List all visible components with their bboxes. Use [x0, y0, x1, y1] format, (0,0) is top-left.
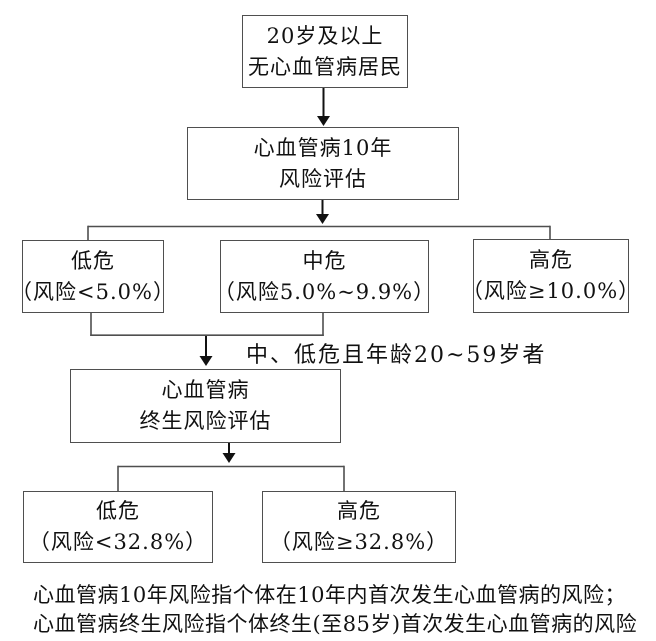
node-low-risk-10y-line1: 低危	[71, 248, 115, 273]
node-ten-year-line1: 心血管病10年	[253, 135, 393, 160]
node-ten-year-line2: 风险评估	[279, 166, 367, 191]
node-low-risk-lifetime: 低危 （风险<32.8%）	[23, 491, 213, 563]
node-low-risk-10y: 低危 （风险<5.0%）	[11, 240, 174, 313]
node-high-risk-lifetime: 高危 （风险≥32.8%）	[262, 491, 456, 563]
node-low-risk-10y-line2: （风险<5.0%）	[11, 279, 175, 304]
arrow-merge-to-lifetime	[199, 336, 213, 366]
node-lifetime-line1: 心血管病	[161, 378, 250, 402]
node-population-line1: 20岁及以上	[266, 23, 384, 48]
arrow-population-to-tenyear	[317, 88, 330, 126]
node-high-risk-10y-line1: 高危	[529, 248, 573, 272]
footnote-line1: 心血管病10年风险指个体在10年内首次发生心血管病的风险；	[33, 583, 626, 607]
node-medium-risk-10y: 中危 （风险5.0%~9.9%）	[214, 240, 434, 313]
node-low-risk-lifetime-line1: 低危	[96, 499, 140, 523]
node-low-risk-lifetime-line2: （风险<32.8%）	[28, 530, 208, 554]
footnote: 心血管病10年风险指个体在10年内首次发生心血管病的风险； 心血管病终生风险指个…	[33, 581, 637, 639]
node-population-line2: 无心血管病居民	[248, 54, 402, 79]
node-ten-year-assessment: 心血管病10年 风险评估	[187, 127, 459, 200]
node-medium-risk-10y-line1: 中危	[302, 248, 347, 273]
arrow-tenyear-to-branch	[316, 200, 329, 224]
branch-condition-label: 中、低危且年龄20~59岁者	[246, 343, 547, 368]
node-medium-risk-10y-line2: （风险5.0%~9.9%）	[213, 279, 436, 304]
arrow-lifetime-to-branch	[222, 443, 236, 463]
node-population: 20岁及以上 无心血管病居民	[242, 15, 408, 88]
node-lifetime-line2: 终生风险评估	[139, 409, 272, 433]
node-high-risk-10y: 高危 （风险≥10.0%）	[462, 239, 639, 313]
node-high-risk-10y-line2: （风险≥10.0%）	[461, 279, 641, 303]
footnote-line2: 心血管病终生风险指个体终生(至85岁)首次发生心血管病的风险	[33, 612, 638, 636]
node-lifetime-assessment: 心血管病 终生风险评估	[70, 369, 341, 443]
node-high-risk-lifetime-line2: （风险≥32.8%）	[269, 530, 449, 554]
branch-lines-level1	[87, 225, 551, 241]
branch-lines-level2	[117, 465, 345, 492]
node-high-risk-lifetime-line1: 高危	[337, 499, 381, 523]
merge-lines-low-medium	[90, 313, 324, 337]
